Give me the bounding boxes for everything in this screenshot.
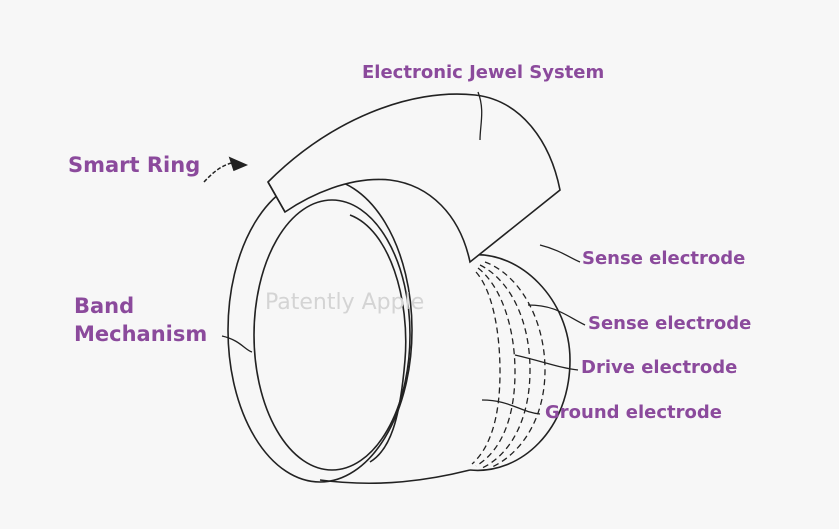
label-band: Band xyxy=(74,294,135,318)
label-smart-ring: Smart Ring xyxy=(68,153,201,177)
leader-ground xyxy=(481,399,541,415)
label-sense-electrode-1: Sense electrode xyxy=(582,248,746,269)
electrode-ground xyxy=(471,271,501,465)
electrode-drive xyxy=(475,267,516,467)
band-bottom-edge xyxy=(319,469,471,485)
band-back-edge xyxy=(469,253,571,472)
jewel-plate-edge xyxy=(267,181,286,213)
label-drive-electrode: Drive electrode xyxy=(581,357,738,378)
label-mechanism: Mechanism xyxy=(74,322,208,346)
label-ground-electrode: Ground electrode xyxy=(545,402,722,423)
leader-jewel xyxy=(477,91,483,141)
leader-drive xyxy=(514,354,579,371)
electrode-sense-1 xyxy=(484,261,546,469)
arrow-icon xyxy=(228,156,249,172)
ring-inner-far-edge xyxy=(349,214,407,463)
label-electronic-jewel-system: Electronic Jewel System xyxy=(362,62,605,83)
electrode-sense-2 xyxy=(479,264,531,469)
leader-band xyxy=(221,335,253,353)
label-sense-electrode-2: Sense electrode xyxy=(588,313,752,334)
ring-inner-edge xyxy=(253,199,411,471)
jewel-plate xyxy=(267,93,561,264)
leader-sense-2 xyxy=(527,304,586,326)
watermark: Patently Apple xyxy=(265,290,425,315)
leader-sense-1 xyxy=(539,244,581,263)
